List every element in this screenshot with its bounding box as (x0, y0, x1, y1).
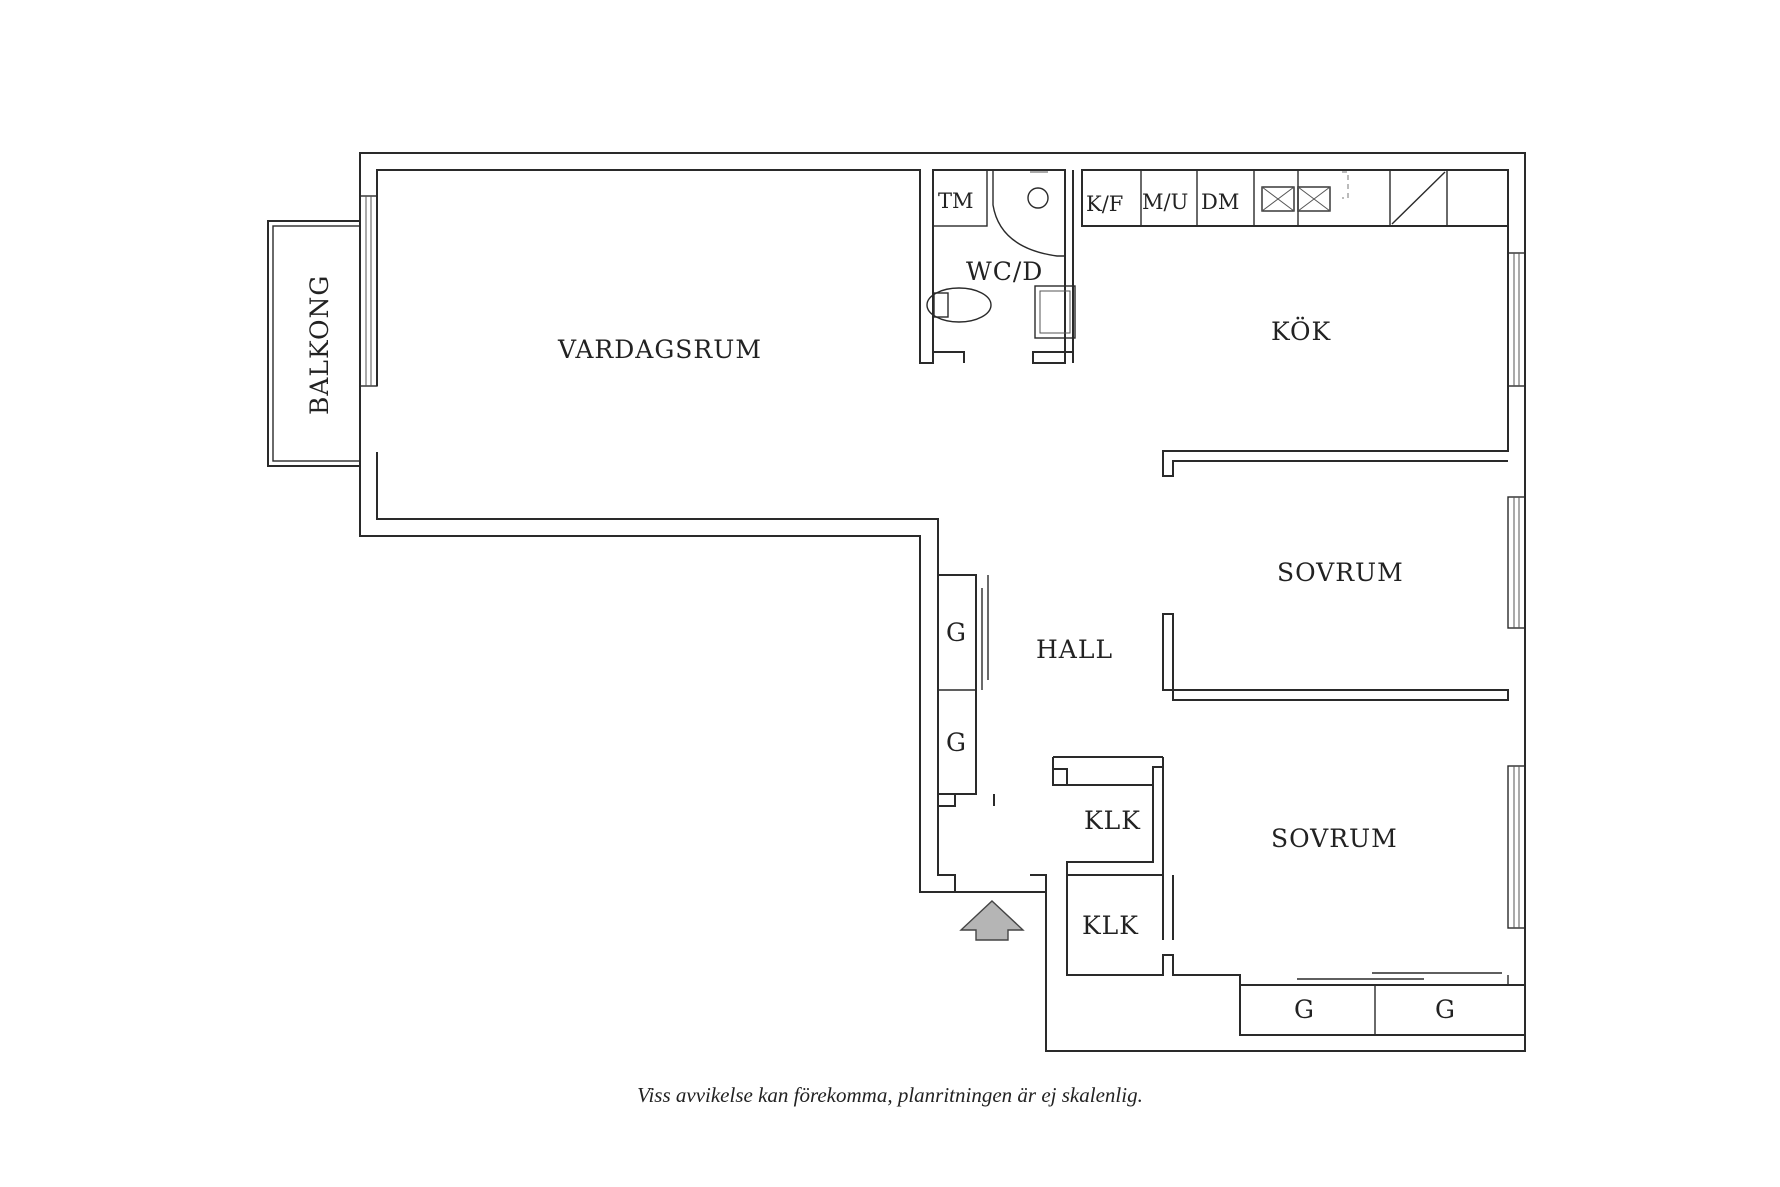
bedroom1-window (1507, 496, 1526, 629)
room-label-tm: TM (938, 189, 974, 213)
room-label-kf: K/F (1086, 192, 1123, 216)
room-label-klk-2: KLK (1082, 911, 1139, 940)
hall-wardrobe (938, 574, 977, 795)
disclaimer-note: Viss avvikelse kan förekomma, planritnin… (637, 1083, 1143, 1107)
room-label-sovrum-1: SOVRUM (1277, 558, 1404, 587)
outer-wall (359, 152, 1526, 1052)
shower-curtain (992, 170, 1065, 257)
entrance-arrow-icon (959, 900, 1025, 941)
stove-icon (1261, 186, 1295, 212)
room-label-dm: DM (1201, 190, 1239, 214)
room-label-vardagsrum: VARDAGSRUM (557, 335, 762, 364)
room-label-wcd: WC/D (966, 257, 1043, 286)
entrance-wall (920, 874, 1047, 893)
toilet-icon (926, 287, 992, 323)
room-label-g-4: G (1435, 995, 1456, 1024)
room-label-klk-1: KLK (1084, 806, 1141, 835)
bedroom1-wall (1162, 613, 1509, 701)
washing-machine (932, 169, 988, 227)
balcony-window (359, 195, 378, 387)
kitchen-window (1507, 252, 1526, 387)
room-label-g-2: G (946, 728, 967, 757)
room-label-kok: KÖK (1271, 317, 1332, 346)
room-label-sovrum-2: SOVRUM (1271, 824, 1398, 853)
living-room-lower-wall (376, 452, 956, 892)
bathroom-wall-left (933, 351, 965, 363)
room-label-hall: HALL (1036, 635, 1113, 664)
bedroom2-window (1507, 765, 1526, 929)
kitchen-bedroom-wall (1072, 226, 1509, 477)
room-label-mu: M/U (1142, 190, 1188, 214)
sink-icon (1034, 285, 1076, 339)
fridge-icon (1391, 171, 1446, 225)
room-label-balkong: BALKONG (305, 275, 334, 415)
room-label-g-1: G (946, 618, 967, 647)
bedroom-wardrobe (1239, 984, 1526, 1036)
room-label-g-3: G (1294, 995, 1315, 1024)
